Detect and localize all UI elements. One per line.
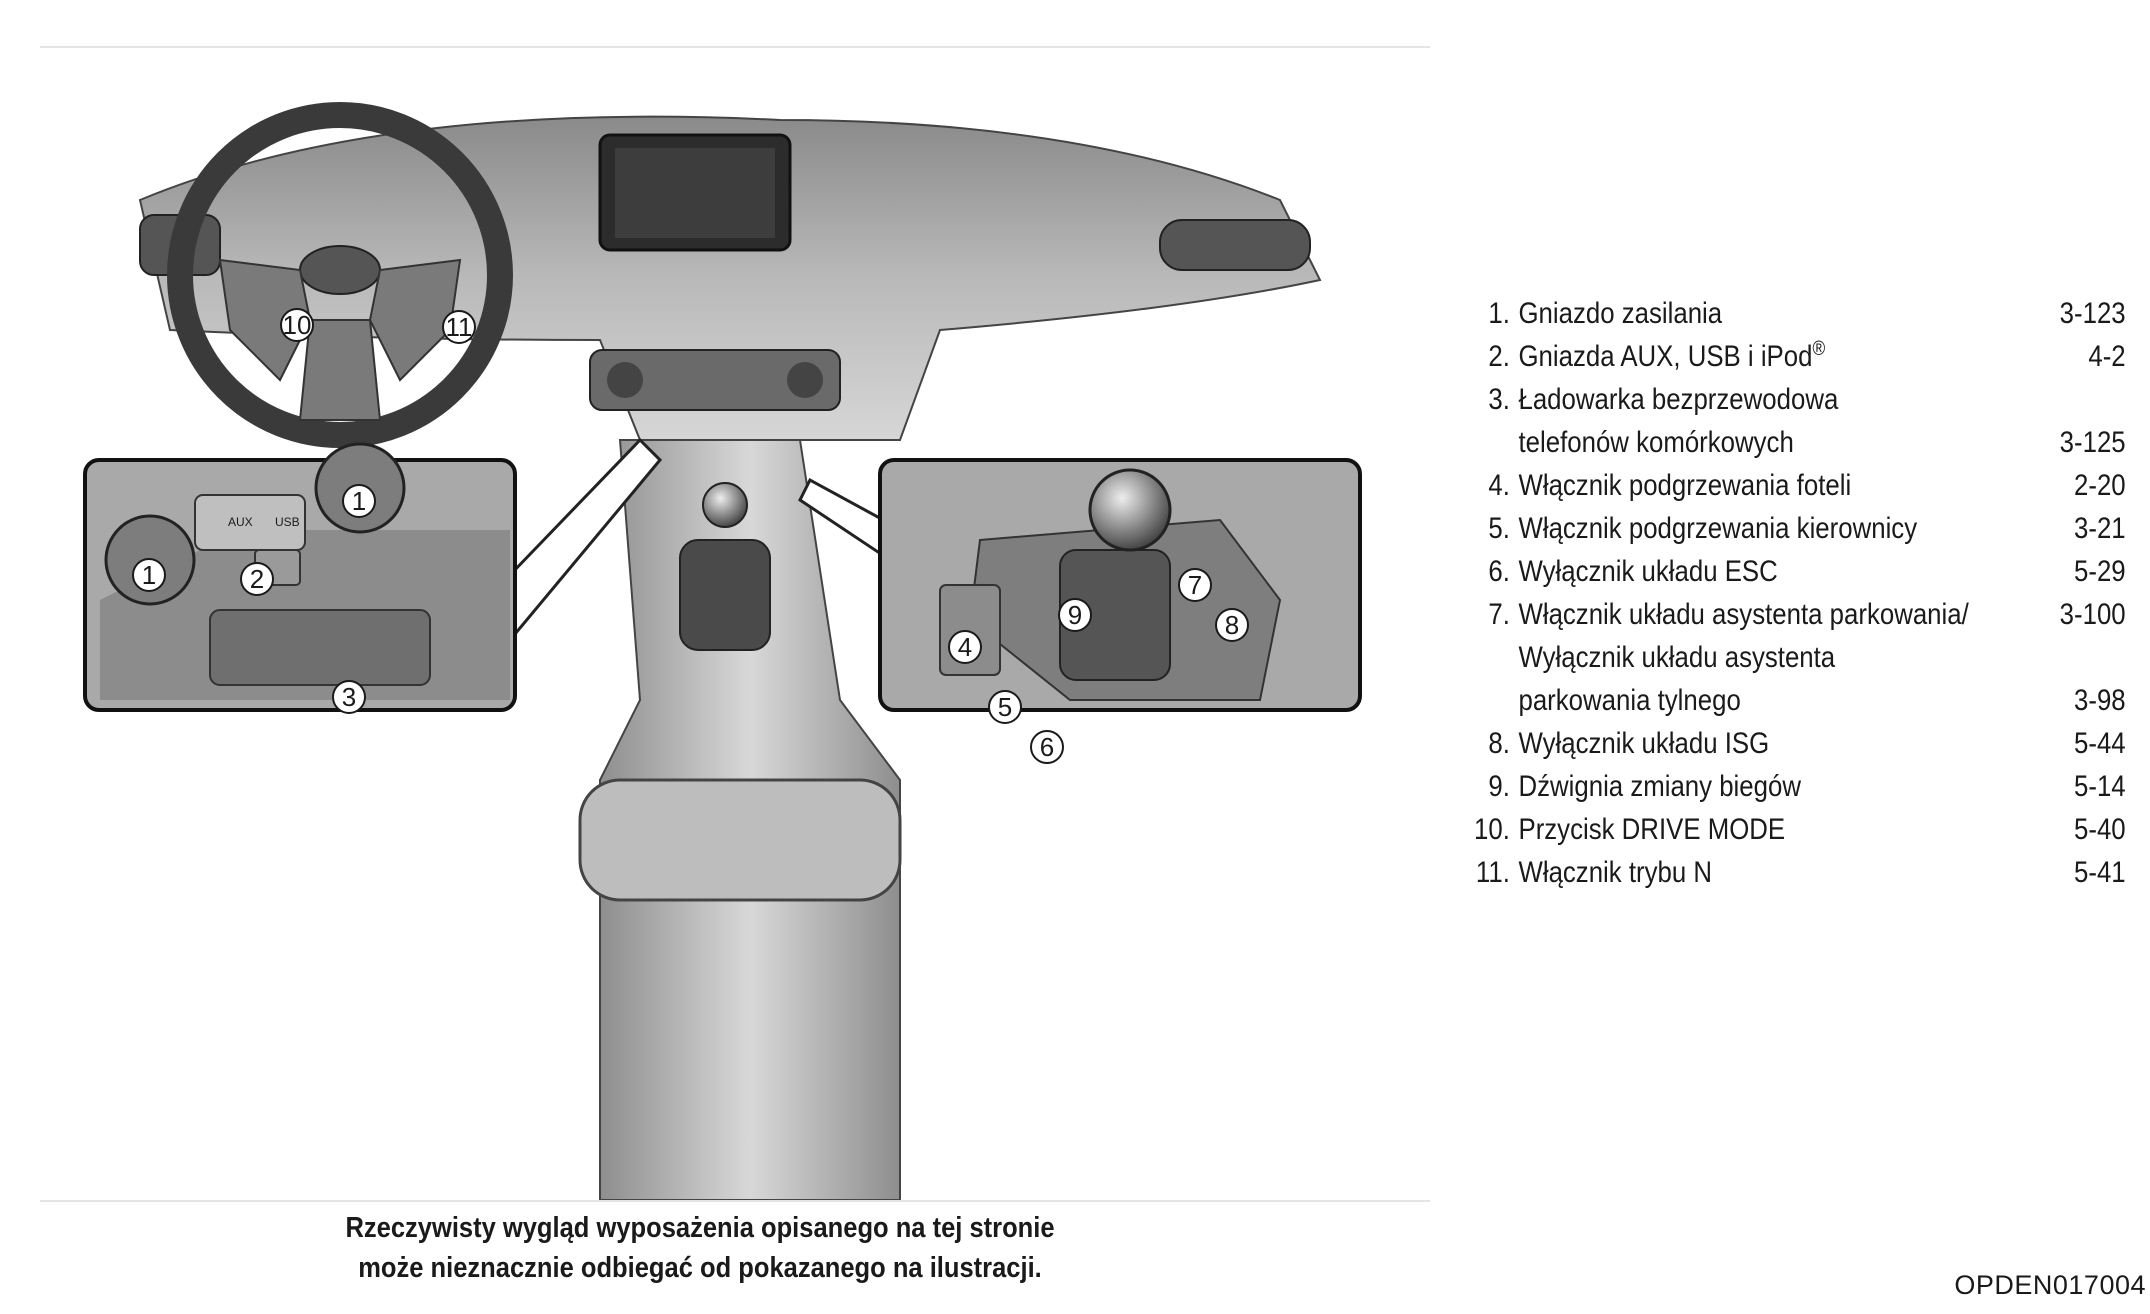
steering-spoke-bottom [298,319,382,421]
legend-number: 2. [1488,340,1510,373]
screen-glass [615,148,775,238]
legend-label: Gniazdo zasilania [1518,297,1723,330]
legend-number: 9. [1488,770,1510,803]
registered-mark: ® [1812,338,1826,360]
legend-item: Wyłącznik układu asystenta parkowania ty… [1460,636,2126,722]
aux-label: AUX [228,515,253,529]
caption-line-1: Rzeczywisty wygląd wyposażenia opisanego… [345,1212,1055,1244]
right-air-vent [1159,219,1311,271]
legend-item: 4. Włącznik podgrzewania foteli 2-20 [1460,464,2126,507]
aux-usb-panel [194,494,306,551]
legend-item: 2. Gniazda AUX, USB i iPod® 4-2 [1460,335,2126,378]
legend-label: Włącznik układu asystenta parkowania/ [1518,598,1969,631]
legend-item: 7. Włącznik układu asystenta parkowania/… [1460,593,2126,636]
legend-label: Włącznik podgrzewania kierownicy [1518,512,1918,545]
legend-page: 3-125 [2059,426,2126,459]
legend-label: Włącznik trybu N [1518,856,1713,889]
legend-number: 3. [1488,383,1510,416]
legend-item: 8. Wyłącznik układu ISG 5-44 [1460,722,2126,765]
legend-item: 6. Wyłącznik układu ESC 5-29 [1460,550,2126,593]
legend-label: Wyłącznik układu ISG [1518,727,1770,760]
callout-5: 5 [988,690,1022,724]
legend-item: 9. Dźwignia zmiany biegów 5-14 [1460,765,2126,808]
callout-1-left: 1 [132,558,166,592]
callout-10: 10 [280,308,314,342]
legend-page: 5-14 [2073,770,2126,803]
callout-8: 8 [1215,608,1249,642]
legend-page: 3-123 [2059,297,2126,330]
dashboard-drawing [83,102,1362,1201]
caption-line-2: może nieznacznie odbiegać od pokazanego … [358,1252,1042,1284]
legend-number: 1. [1488,297,1510,330]
steering-wheel-rim [167,102,513,448]
climate-knob-left [607,362,643,398]
legend-page: 3-98 [2073,684,2126,717]
wireless-charging-pad [209,609,431,686]
legend-number: 10. [1474,813,1510,846]
legend-page: 3-100 [2059,598,2126,631]
callout-2: 2 [240,562,274,596]
legend-number: 7. [1488,598,1510,631]
legend-number [1460,636,1518,722]
climate-knob-right [787,362,823,398]
legend-label: Wyłącznik układu ESC [1518,555,1778,588]
callout-11: 11 [442,310,476,344]
gear-knob [702,482,748,528]
legend-page: 5-41 [2073,856,2126,889]
callout-1-right: 1 [342,484,376,518]
legend-label: Przycisk DRIVE MODE [1518,813,1786,846]
steering-spoke-left [218,258,312,382]
legend-label-text: Gniazda AUX, USB i iPod [1518,340,1813,373]
legend-list: 1. Gniazdo zasilania 3-123 2. Gniazda AU… [1460,292,2126,894]
legend-page: 5-44 [2073,727,2126,760]
armrest [578,778,902,902]
callout-4: 4 [948,630,982,664]
legend-item: 1. Gniazdo zasilania 3-123 [1460,292,2126,335]
legend-label: Włącznik podgrzewania foteli [1518,469,1852,502]
usb-label: USB [275,515,300,529]
image-code: OPDEN017004 [1954,1270,2146,1300]
bottom-divider [40,1200,1430,1202]
legend-label: Wyłącznik układu asystenta parkowania ty… [1518,641,1836,717]
shift-knob [1088,468,1172,552]
legend-page: 5-29 [2073,555,2126,588]
callout-3: 3 [332,680,366,714]
legend-item: 10. Przycisk DRIVE MODE 5-40 [1460,808,2126,851]
legend-item: 3. Ładowarka bezprzewodowa telefonów kom… [1460,378,2126,464]
legend-number: 6. [1488,555,1510,588]
legend-number: 4. [1488,469,1510,502]
legend-number: 8. [1488,727,1510,760]
legend-item: 5. Włącznik podgrzewania kierownicy 3-21 [1460,507,2126,550]
gear-boot [679,539,771,651]
steering-wheel-hub [299,245,381,295]
disclaimer-caption: Rzeczywisty wygląd wyposażenia opisanego… [216,1208,1184,1288]
legend-label: Gniazda AUX, USB i iPod® [1518,335,2022,378]
callout-6: 6 [1030,730,1064,764]
legend-page: 3-21 [2073,512,2126,545]
legend-label: Dźwignia zmiany biegów [1518,770,1801,803]
callout-9: 9 [1058,598,1092,632]
legend-page: 4-2 [2088,340,2126,373]
legend-page: 5-40 [2073,813,2126,846]
legend-number: 11. [1475,856,1510,889]
callout-7: 7 [1178,568,1212,602]
interior-illustration: 1 1 2 3 4 5 6 7 8 9 10 11 AUX USB [80,80,1380,1201]
legend-label: Ładowarka bezprzewodowa telefonów komórk… [1518,383,1839,459]
legend-number: 5. [1488,512,1510,545]
climate-panel [589,349,841,411]
legend-item: 11. Włącznik trybu N 5-41 [1460,851,2126,894]
top-divider [40,46,1430,48]
legend-page: 2-20 [2073,469,2126,502]
